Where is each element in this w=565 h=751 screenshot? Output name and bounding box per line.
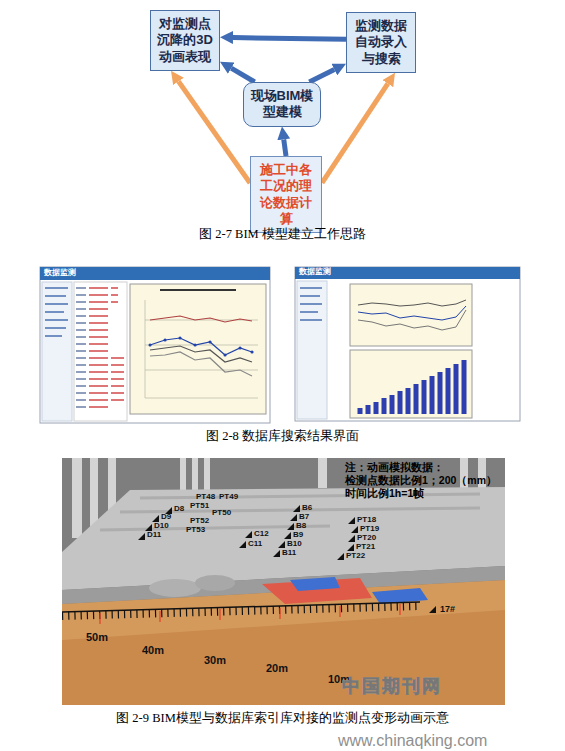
screenshot-header xyxy=(40,267,270,280)
point-label: PT21 xyxy=(356,543,375,551)
watermark: www.chinaqking.com xyxy=(338,733,487,749)
note-text: 时间比例1h=1帧 xyxy=(345,488,424,499)
monitor-point-markers xyxy=(138,505,436,613)
screenshot-header xyxy=(295,267,520,279)
point-label: PT53 xyxy=(186,526,205,534)
chart-panel xyxy=(350,350,472,418)
point-label: B11 xyxy=(282,549,296,557)
point-label: PT18 xyxy=(357,516,376,524)
pillar xyxy=(90,458,98,528)
point-label: PT52 xyxy=(190,517,209,525)
curve xyxy=(358,300,466,306)
table-flags xyxy=(111,288,124,400)
flow-arrow xyxy=(284,139,286,156)
tunnel-shape xyxy=(195,575,235,591)
figure-caption: 图 2-8 数据库搜索结果界面 xyxy=(0,430,565,443)
point-label: B9 xyxy=(293,531,303,539)
flow-arrow xyxy=(233,38,346,40)
point-label: B10 xyxy=(287,540,302,548)
point-label: PT19 xyxy=(360,525,379,533)
point-label: PT50 xyxy=(212,509,231,517)
flow-arrow xyxy=(322,84,388,183)
screenshot-sidebar xyxy=(42,282,72,421)
process-box: 对监测点沉降的3D动画表现 xyxy=(150,10,220,71)
deformation-red xyxy=(262,578,372,604)
point-label: PT48 xyxy=(196,493,215,501)
tunnel-shape xyxy=(149,579,201,597)
curve xyxy=(358,310,466,330)
data-table xyxy=(74,282,127,421)
point-label: B7 xyxy=(299,513,309,521)
process-box: 监测数据自动录入与搜索 xyxy=(346,12,416,73)
figure-caption: 图 2-9 BIM模型与数据库索引库对接的监测点变形动画示意 xyxy=(0,712,565,725)
distance-label: 20m xyxy=(266,663,288,674)
box-text: 监测数据自动录入与搜索 xyxy=(352,18,410,67)
screenshot-frame xyxy=(40,267,270,423)
distance-label: 30m xyxy=(204,655,226,666)
note-text: 注：动画模拟数据： xyxy=(345,462,444,473)
point-label: PT20 xyxy=(357,534,376,542)
chart-title-bar xyxy=(160,289,236,291)
watermark: 中国期刊网 xyxy=(342,677,442,695)
pillar xyxy=(204,458,210,492)
process-box: 现场BIM模型建模 xyxy=(243,82,321,127)
point-label: D10 xyxy=(154,522,169,530)
deformation-blue xyxy=(290,577,340,591)
pillar xyxy=(192,458,198,492)
point-label: D9 xyxy=(161,513,171,521)
flow-arrow xyxy=(178,81,250,183)
figure-caption: 图 2-7 BIM 模型建立工作思路 xyxy=(0,228,565,241)
process-box: 施工中各工况的理论数据计算 xyxy=(250,156,322,233)
soil-ground xyxy=(62,610,505,705)
scene-background xyxy=(62,458,505,705)
point-label: C12 xyxy=(254,530,269,538)
window-title: 数据监测 xyxy=(44,269,76,277)
curve xyxy=(358,306,466,320)
box-text: 现场BIM模型建模 xyxy=(249,88,315,121)
distance-label: 40m xyxy=(142,645,164,656)
slab-ridges xyxy=(100,494,480,530)
menu-items xyxy=(300,288,322,320)
screenshot-frame xyxy=(295,267,520,421)
chart-panel xyxy=(350,284,472,346)
flow-arrow xyxy=(231,68,254,82)
shaft-label: 17# xyxy=(440,605,455,614)
box-text: 施工中各工况的理论数据计算 xyxy=(256,162,316,227)
note-text: 检测点数据比例1；200（mm） xyxy=(345,475,497,486)
table-values xyxy=(89,288,108,407)
curve xyxy=(150,316,252,322)
chart-panel xyxy=(130,284,266,414)
pillar xyxy=(318,458,327,488)
point-label: PT51 xyxy=(190,502,209,510)
bar-series xyxy=(360,360,464,414)
window-title: 数据监测 xyxy=(299,268,331,276)
point-label: PT22 xyxy=(346,552,365,560)
point-label: PT49 xyxy=(219,493,238,501)
point-label: D11 xyxy=(147,531,161,539)
box-text: 对监测点沉降的3D动画表现 xyxy=(156,16,214,65)
curve xyxy=(150,352,252,376)
chart-grid xyxy=(145,300,258,398)
distance-label: 50m xyxy=(86,632,108,643)
distance-marks xyxy=(100,604,400,624)
pillar xyxy=(180,458,186,494)
point-label: C11 xyxy=(248,540,262,548)
curve-dots xyxy=(150,338,252,355)
flow-arrow xyxy=(309,69,334,82)
table-ids xyxy=(76,288,86,407)
point-label: B8 xyxy=(296,522,306,530)
curve xyxy=(150,338,252,355)
bim-scene xyxy=(62,458,505,705)
pillar xyxy=(72,458,82,538)
menu-items xyxy=(45,288,68,336)
point-label: D8 xyxy=(174,505,184,513)
ruler-ticks xyxy=(62,606,420,616)
screenshot-sidebar xyxy=(297,281,327,419)
point-label: B6 xyxy=(302,504,312,512)
